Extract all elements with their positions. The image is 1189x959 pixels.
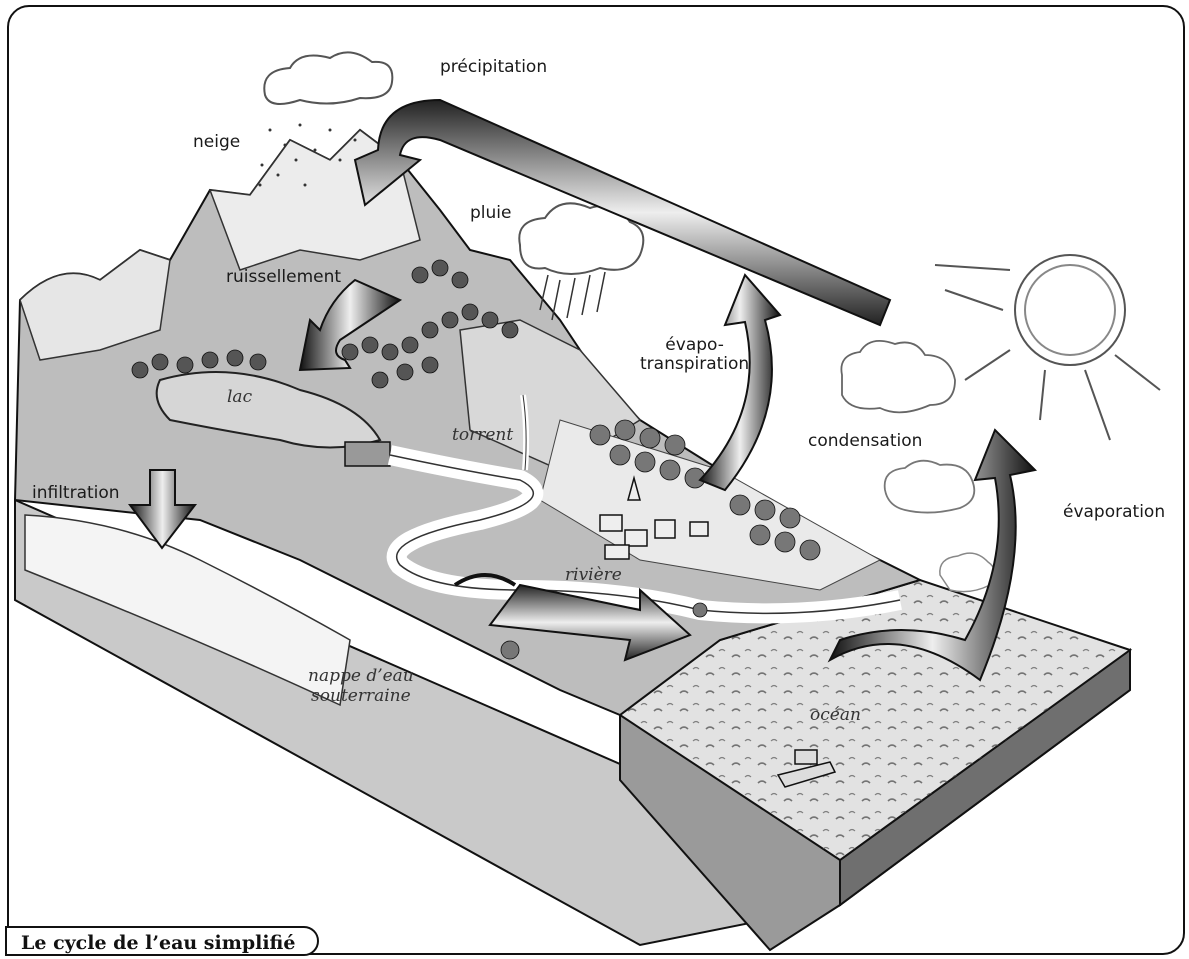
label-lac: lac [227, 388, 252, 406]
label-neige: neige [193, 133, 240, 151]
diagram-caption: Le cycle de l’eau simplifié [5, 926, 319, 956]
cloud-precipitation [264, 52, 392, 104]
label-evaporation: évaporation [1063, 503, 1165, 521]
sun [935, 255, 1160, 440]
label-nappe: nappe d’eau souterraine [308, 666, 414, 706]
cloud-condensation-2 [885, 461, 975, 513]
label-precipitation: précipitation [440, 58, 547, 76]
dam [345, 442, 390, 466]
label-condensation: condensation [808, 432, 922, 450]
label-pluie: pluie [470, 204, 511, 222]
label-evapotranspiration: évapo- transpiration [640, 336, 749, 374]
cloud-small [940, 553, 995, 592]
label-ocean: océan [810, 706, 861, 724]
label-torrent: torrent [452, 426, 513, 444]
label-riviere: rivière [565, 566, 622, 584]
cloud-condensation-1 [841, 341, 955, 412]
evapotranspiration-arrow [700, 275, 780, 490]
label-ruissellement: ruissellement [226, 268, 341, 286]
label-infiltration: infiltration [32, 484, 120, 502]
